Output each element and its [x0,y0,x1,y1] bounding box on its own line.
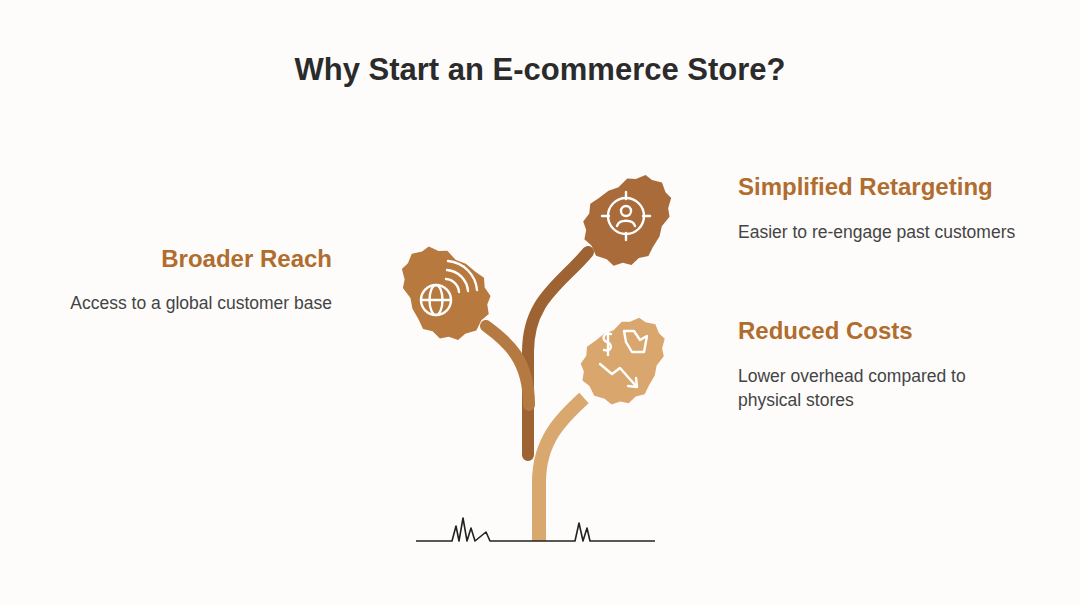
leaf-shape [390,234,504,348]
stem [539,398,584,541]
leaf-node: Simplified RetargetingEasier to re-engag… [570,162,682,274]
leaf-heading: Simplified Retargeting [738,173,1068,201]
leaf-fill [567,156,691,282]
leaf-fill [565,300,684,419]
leaf-description: Access to a global customer base [20,291,332,315]
leaf-description: Lower overhead compared to physical stor… [738,364,1028,412]
leaf-heading: Broader Reach [20,245,332,273]
ground-line [416,518,655,541]
leaf-shape [568,306,676,412]
leaf-node: Broader ReachAccess to a global customer… [390,234,504,348]
leaf-heading: Reduced Costs [738,317,1038,345]
leaf-shape [570,162,682,274]
leaf-node: Reduced CostsLower overhead compared to … [568,306,676,412]
leaf-fill [381,228,506,356]
leaf-description: Easier to re-engage past customers [738,220,1068,244]
diagram-title: Why Start an E-commerce Store? [0,52,1080,88]
stem [486,326,529,405]
